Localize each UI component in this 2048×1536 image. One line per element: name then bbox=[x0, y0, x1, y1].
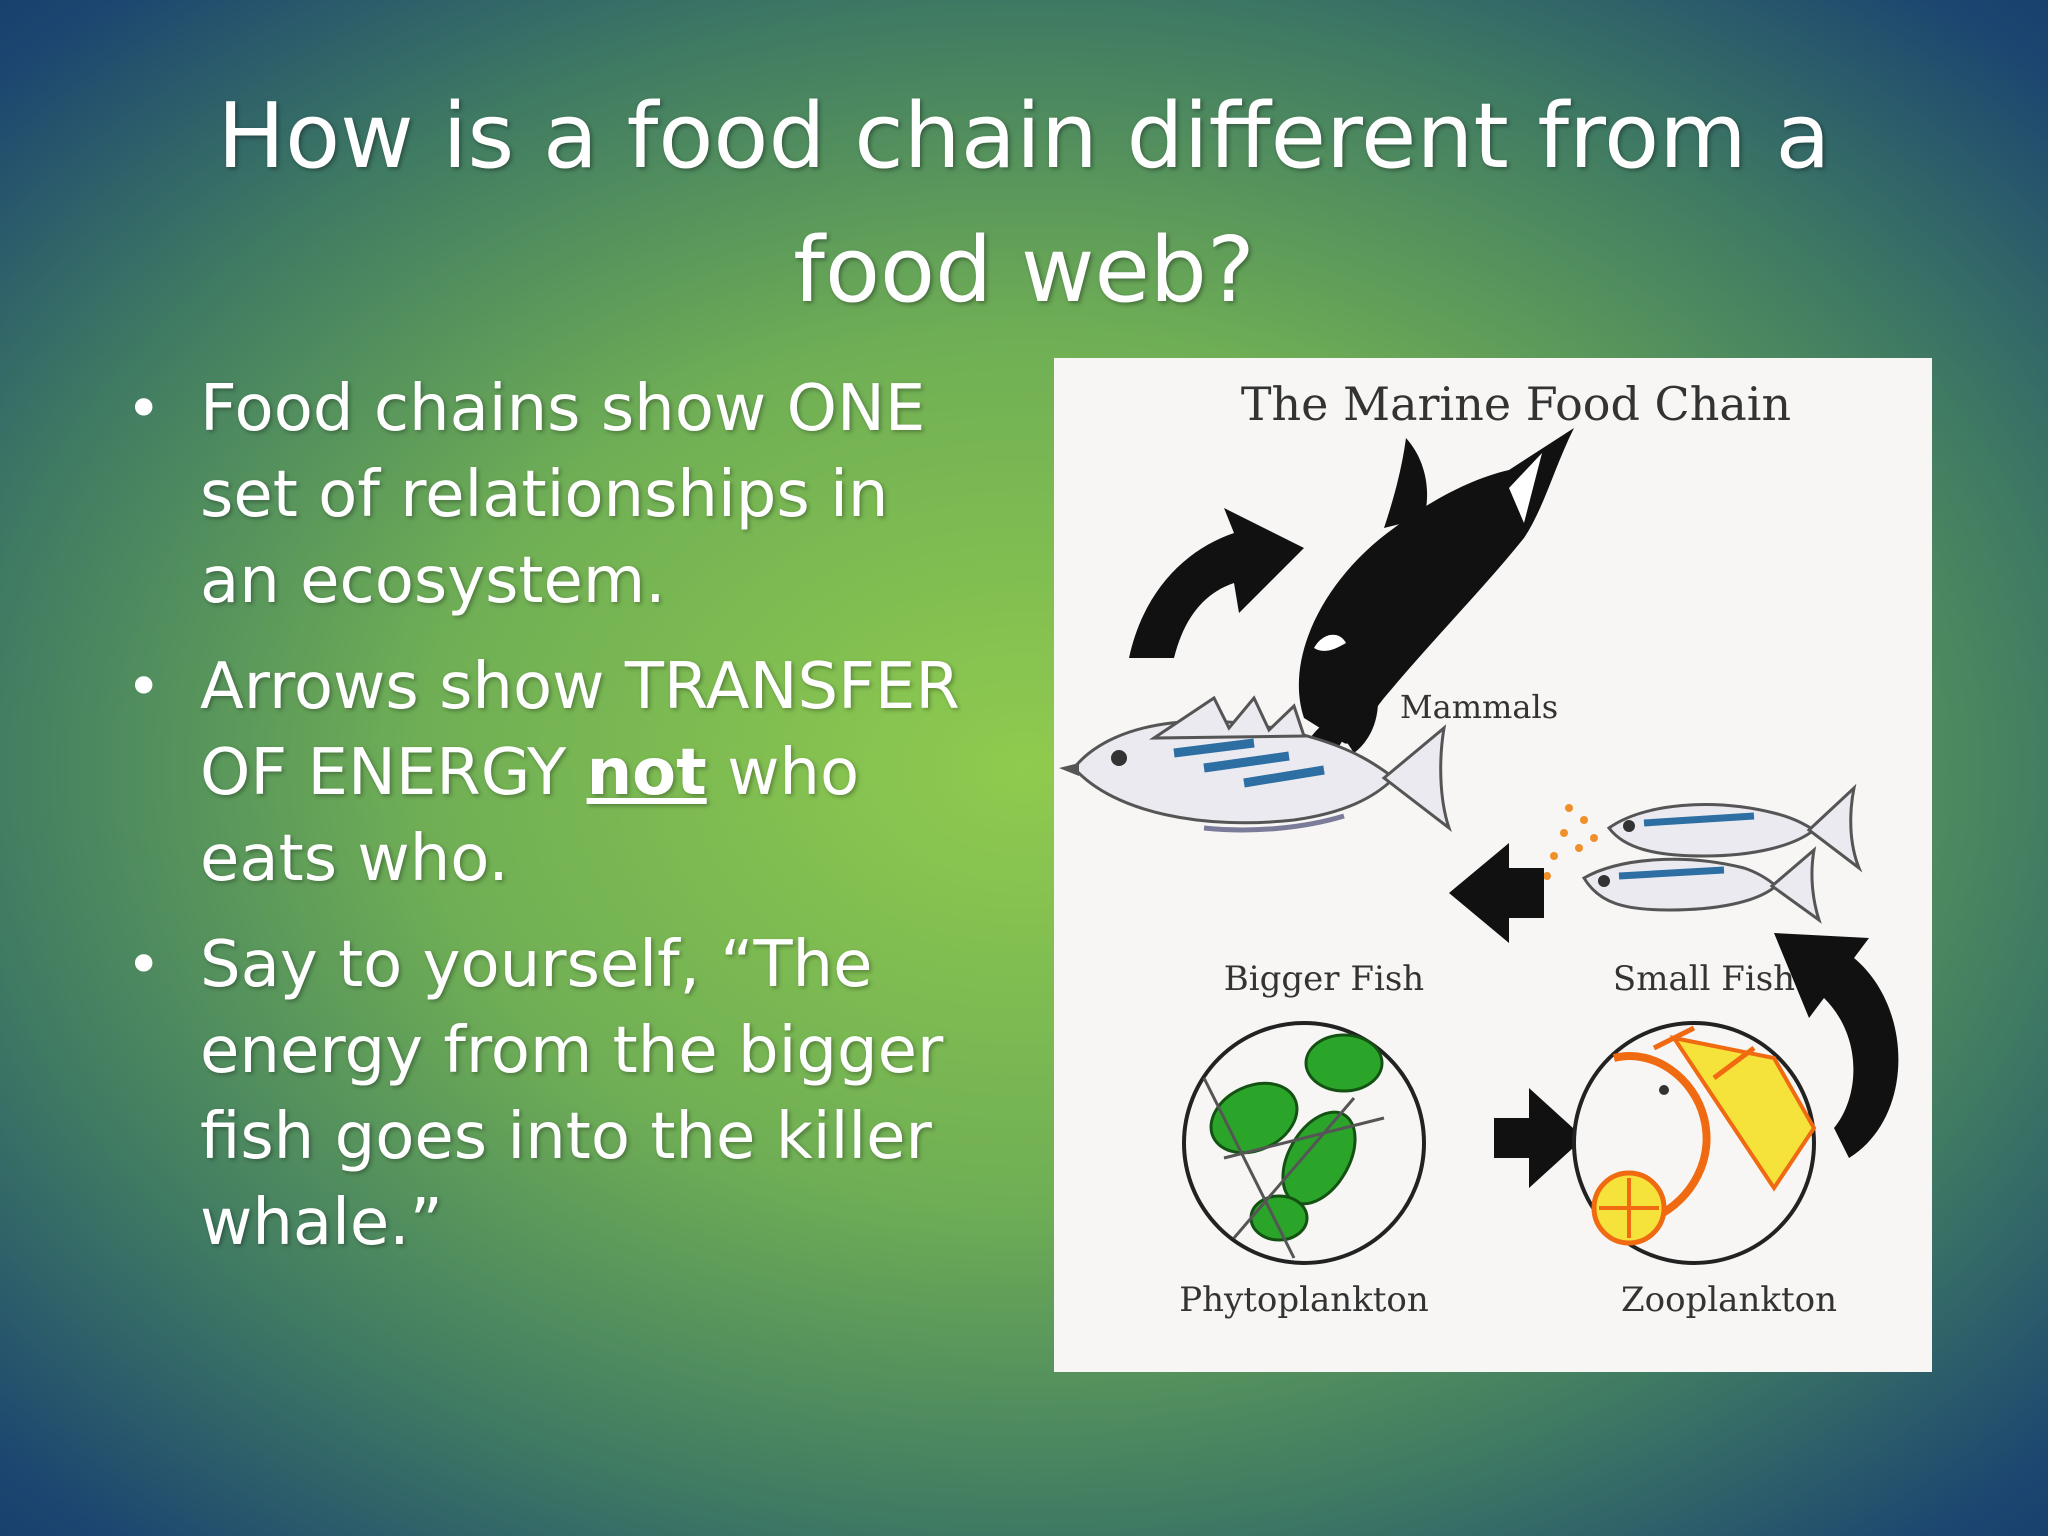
bullet-line: Say to yourself, “The bbox=[200, 928, 873, 1002]
zooplankton-icon bbox=[1572, 1021, 1817, 1265]
bullet-line: whale.” bbox=[200, 1186, 443, 1260]
small-fish-icon bbox=[1581, 783, 1863, 924]
food-particles-icon bbox=[1543, 804, 1598, 880]
bullet-item: • Food chains show ONE set of relationsh… bbox=[120, 366, 1000, 624]
bullet-list: • Food chains show ONE set of relationsh… bbox=[120, 366, 1000, 1286]
label-zooplankton: Zooplankton bbox=[1621, 1280, 1837, 1320]
bullet-text: Say to yourself, “The energy from the bi… bbox=[200, 922, 1000, 1266]
bullet-line: Arrows show TRANSFER bbox=[200, 650, 960, 724]
energy-arrow-icon bbox=[1774, 933, 1899, 1158]
food-chain-illustration: The Marine Food Chain Mammals bbox=[1059, 377, 1899, 1320]
bullet-line: eats who. bbox=[200, 822, 509, 896]
title-line-2: food web? bbox=[793, 218, 1255, 323]
label-bigger-fish: Bigger Fish bbox=[1224, 959, 1424, 999]
figure-title: The Marine Food Chain bbox=[1241, 377, 1791, 431]
killer-whale-icon bbox=[1298, 428, 1574, 770]
energy-arrow-icon bbox=[1449, 843, 1544, 943]
marine-food-chain-figure: The Marine Food Chain Mammals bbox=[1054, 358, 1932, 1372]
bullet-line: Food chains show ONE bbox=[200, 372, 926, 446]
bullet-item: • Say to yourself, “The energy from the … bbox=[120, 922, 1000, 1266]
bullet-segment: OF ENERGY bbox=[200, 736, 587, 810]
bullet-dot-icon: • bbox=[126, 930, 162, 1000]
bullet-line: fish goes into the killer bbox=[200, 1100, 932, 1174]
slide-title: How is a food chain different from a foo… bbox=[120, 70, 1928, 338]
bullet-text: Food chains show ONE set of relationship… bbox=[200, 366, 1000, 624]
phytoplankton-icon bbox=[1182, 1021, 1426, 1265]
emphasis-not: not bbox=[586, 736, 707, 810]
bullet-segment: who bbox=[706, 736, 860, 810]
bullet-text: Arrows show TRANSFER OF ENERGY not who e… bbox=[200, 644, 1000, 902]
title-line-1: How is a food chain different from a bbox=[217, 84, 1831, 189]
energy-arrow-icon bbox=[1129, 508, 1304, 658]
bullet-dot-icon: • bbox=[126, 652, 162, 722]
label-mammals: Mammals bbox=[1400, 688, 1558, 726]
bullet-dot-icon: • bbox=[126, 374, 162, 444]
bullet-line: OF ENERGY not who bbox=[200, 730, 1000, 816]
label-small-fish: Small Fish bbox=[1613, 959, 1795, 999]
bigger-fish-icon bbox=[1059, 695, 1452, 833]
label-phytoplankton: Phytoplankton bbox=[1179, 1280, 1429, 1320]
energy-arrow-icon bbox=[1494, 1088, 1584, 1188]
bullet-item: • Arrows show TRANSFER OF ENERGY not who… bbox=[120, 644, 1000, 902]
bullet-line: energy from the bigger bbox=[200, 1014, 944, 1088]
bullet-line: an ecosystem. bbox=[200, 544, 666, 618]
bullet-line: set of relationships in bbox=[200, 458, 889, 532]
